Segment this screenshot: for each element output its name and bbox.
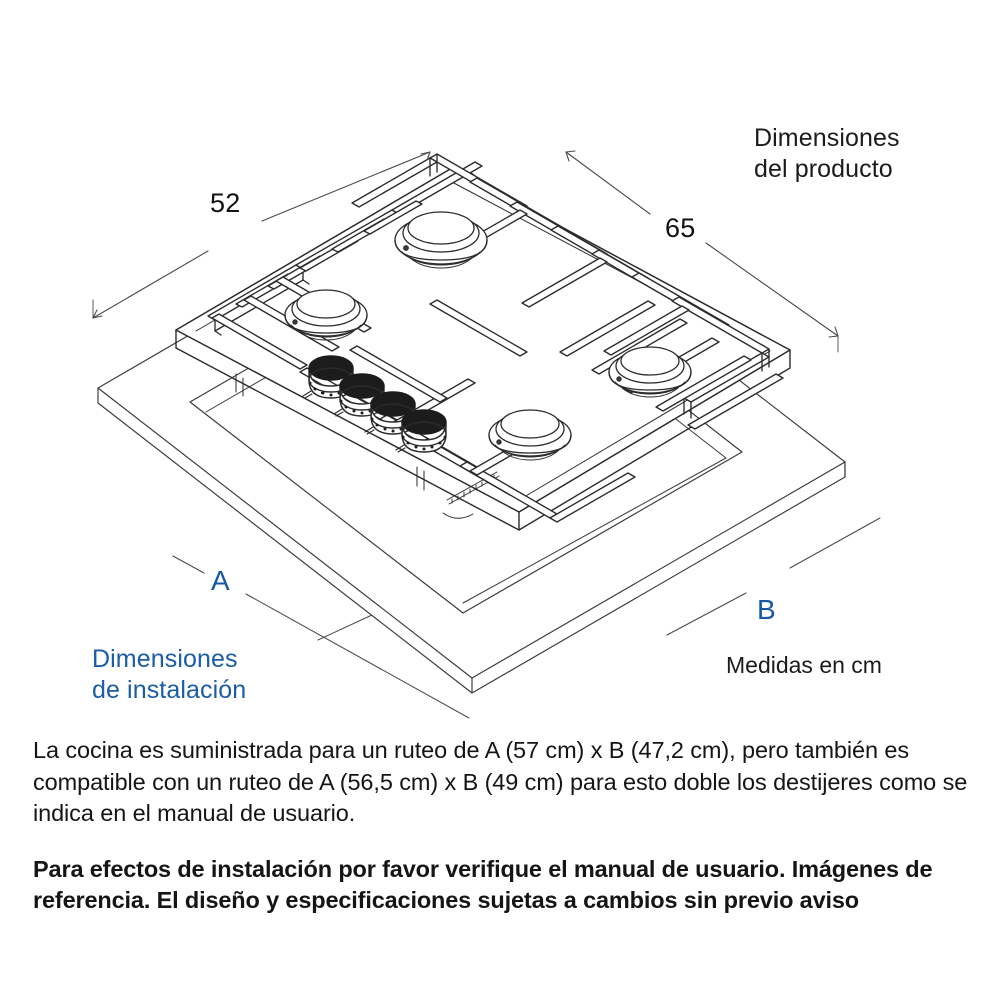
install-dimensions-title-line2: de instalación [92,676,247,704]
control-knob-2 [339,373,385,417]
supply-routing-paragraph: La cocina es suministrada para un ruteo … [33,737,968,826]
install-callout-line [317,614,373,641]
cooktop-technical-drawing [92,150,881,719]
dimension-label-width: 52 [210,188,241,218]
dimension-lines [92,150,881,719]
burner-mid-left [284,289,368,341]
burner-rear-left [394,211,488,269]
install-dimensions-title-line1: Dimensiones [92,645,238,673]
dimension-label-depth: 65 [665,213,696,243]
units-note: Medidas en cm [726,652,882,678]
product-dimensions-title-line1: Dimensiones [754,124,900,152]
dimension-label-a: A [211,565,230,596]
control-knob-4 [401,409,447,453]
burner-front [488,409,572,461]
product-dimensions-title-line2: del producto [754,155,893,183]
burner-right [608,346,692,398]
dimension-label-b: B [757,594,776,625]
installation-disclaimer-note: Para efectos de instalación por favor ve… [33,855,933,914]
body-copy: La cocina es suministrada para un ruteo … [33,735,973,917]
knob-indicator-marks [302,390,406,453]
control-knobs [302,355,447,453]
